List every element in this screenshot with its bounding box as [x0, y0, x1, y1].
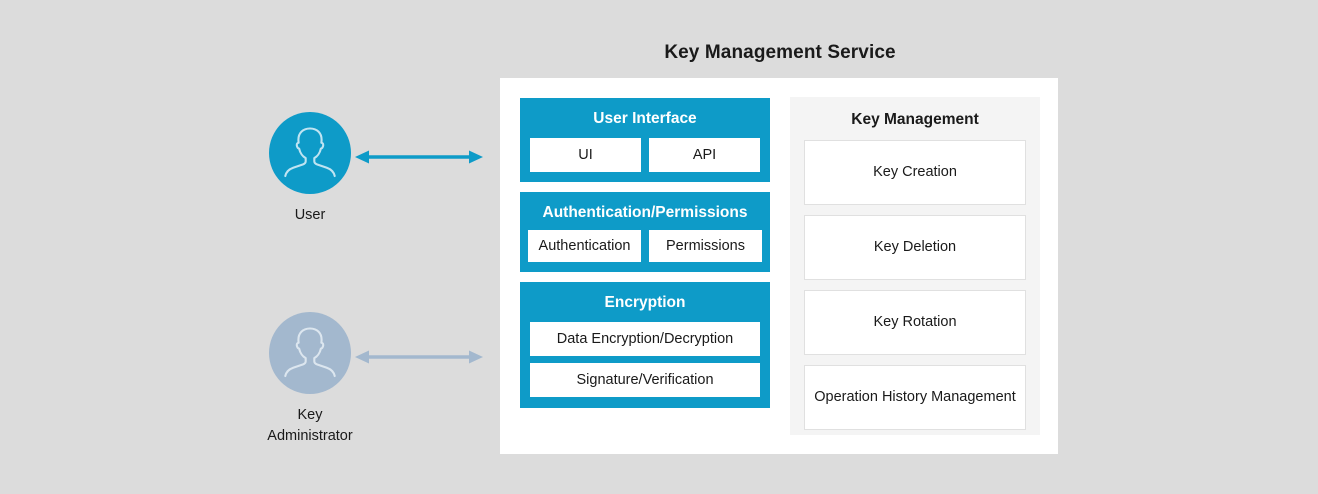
group-encryption-title: Encryption [604, 294, 686, 311]
actor-user-label: User [294, 207, 326, 223]
group-key-management-title: Key Management [851, 111, 979, 128]
user-avatar-icon [269, 312, 351, 394]
chip-api[interactable]: API [649, 138, 760, 172]
arrow-user-to-service [355, 146, 483, 173]
chip-data-encryption-decryption[interactable]: Data Encryption/Decryption [530, 322, 760, 356]
group-user-interface-title: User Interface [593, 110, 697, 127]
actor-key-administrator: Key Administrator [220, 312, 400, 447]
group-user-interface-items: UI API [530, 138, 760, 172]
card-key-creation[interactable]: Key Creation [804, 140, 1026, 205]
page-title: Key Management Service [664, 42, 896, 63]
chip-authentication[interactable]: Authentication [528, 230, 641, 262]
double-headed-arrow-icon [355, 150, 483, 164]
service-left-column: User Interface UI API Authentication/Per… [520, 98, 770, 418]
chip-permissions[interactable]: Permissions [649, 230, 762, 262]
group-authentication-permissions: Authentication/Permissions Authenticatio… [520, 192, 770, 272]
chip-ui[interactable]: UI [530, 138, 641, 172]
user-avatar [269, 112, 351, 194]
actor-key-administrator-label-line2: Administrator [267, 428, 353, 444]
key-management-service-panel: User Interface UI API Authentication/Per… [500, 78, 1058, 454]
card-operation-history-management[interactable]: Operation History Management [804, 365, 1026, 430]
card-key-rotation[interactable]: Key Rotation [804, 290, 1026, 355]
actor-user: User [220, 112, 400, 226]
group-user-interface: User Interface UI API [520, 98, 770, 182]
group-authentication-permissions-title: Authentication/Permissions [542, 204, 748, 221]
arrow-key-administrator-to-service [355, 346, 483, 373]
group-encryption-items: Data Encryption/Decryption Signature/Ver… [530, 322, 760, 397]
chip-signature-verification[interactable]: Signature/Verification [530, 363, 760, 397]
user-avatar-icon [269, 112, 351, 194]
double-headed-arrow-icon [355, 350, 483, 364]
group-encryption: Encryption Data Encryption/Decryption Si… [520, 282, 770, 408]
actor-key-administrator-label: Key Administrator [220, 405, 400, 447]
key-administrator-avatar [269, 312, 351, 394]
group-authentication-permissions-items: Authentication Permissions [528, 230, 762, 262]
group-key-management: Key Management Key Creation Key Deletion… [790, 97, 1040, 435]
actor-key-administrator-label-line1: Key [297, 407, 323, 423]
card-key-deletion[interactable]: Key Deletion [804, 215, 1026, 280]
